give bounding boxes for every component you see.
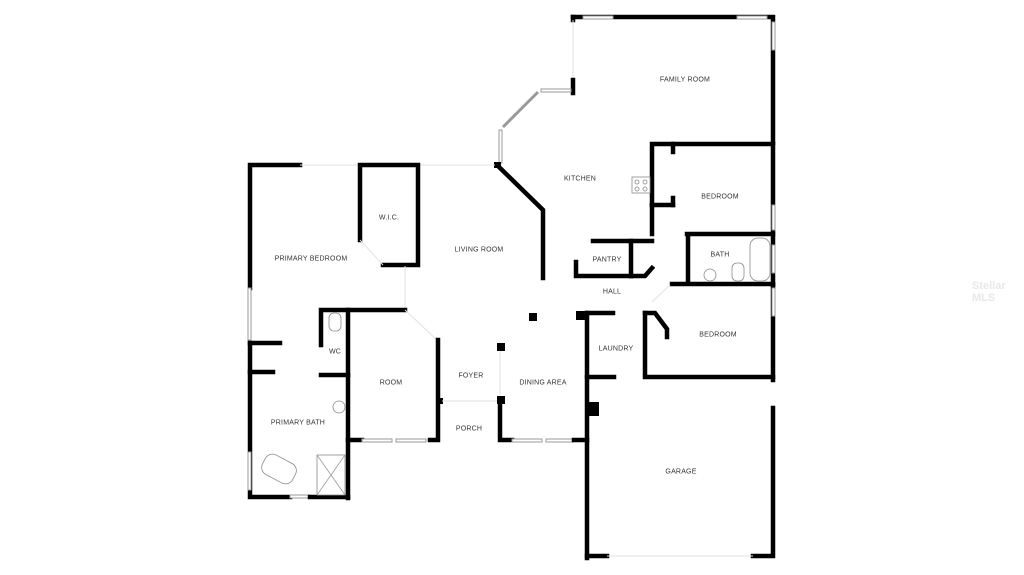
garage-walls [584,405,776,559]
room-label-primary-bedroom: PRIMARY BEDROOM [274,255,348,263]
room-label-kitchen: KITCHEN [563,175,597,183]
room-label-dining-area: DINING AREA [519,379,567,387]
room-label-garage: GARAGE [665,468,697,476]
pantry-walls [573,238,656,279]
primary-bedroom-walls [247,162,421,341]
bedroom-1-walls [631,141,776,288]
bedroom-2-walls [642,282,776,383]
foyer-walls [442,343,590,443]
room-label-wc: WC [328,348,342,356]
room-label-porch: PORCH [455,425,483,433]
room-label-hall: HALL [602,288,622,296]
laundry-walls [576,310,617,561]
watermark: Stellar MLS [972,280,1006,304]
living-walls [420,162,546,321]
room-label-bath: BATH [710,251,730,259]
room-label-bedroom-1: BEDROOM [701,193,739,201]
room-label-foyer: FOYER [458,372,484,380]
room-label-primary-bath: PRIMARY BATH [270,419,326,427]
family-room-walls [498,14,776,164]
wc-walls [318,312,351,378]
bath-walls [669,233,776,287]
primary-bath-walls [247,340,351,500]
room-label-living-room: LIVING ROOM [454,246,504,254]
room-walls [318,307,443,501]
room-label-bedroom-2: BEDROOM [699,331,737,339]
room-label-wic: W.I.C. [378,214,400,222]
room-label-family-room: FAMILY ROOM [659,76,711,84]
room-label-pantry: PANTRY [592,256,622,264]
room-label-room: ROOM [379,379,403,387]
room-label-laundry: LAUNDRY [598,345,634,353]
